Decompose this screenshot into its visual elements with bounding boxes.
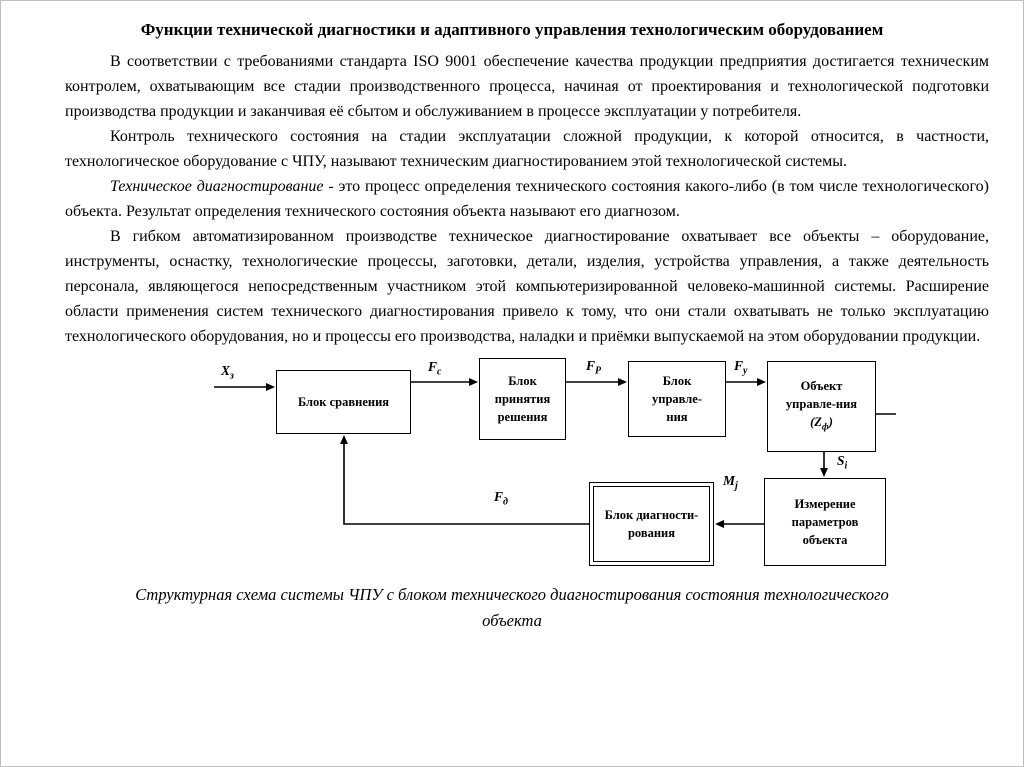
signal-label-fd: Fд: [494, 489, 508, 508]
control-object-box: Объект управле-ния (Zф): [767, 361, 876, 452]
paragraph-3-rest: - это процесс определения технического с…: [65, 178, 989, 220]
document-title: Функции технической диагностики и адапти…: [140, 20, 884, 39]
block-diagram: Блок сравнения Блок принятия решения Бло…: [1, 355, 1023, 570]
paragraph-1: В соответствии с требованиями стандарта …: [65, 53, 989, 120]
paragraph-3: Техническое диагностирование - это проце…: [65, 174, 989, 224]
diagnostics-block-box: Блок диагности- рования: [589, 482, 714, 566]
paragraph-2: Контроль технического состояния на стади…: [65, 128, 989, 170]
paragraph-3-term: Техническое диагностирование: [110, 178, 324, 195]
diagnostics-block-label: Блок диагности- рования: [604, 507, 699, 540]
figure-caption: Структурная схема системы ЧПУ с блоком т…: [135, 585, 889, 630]
control-block-label: Блок управле- ния: [652, 373, 702, 425]
diagram-wires: [214, 378, 896, 528]
signal-label-mj: Mj: [723, 473, 738, 492]
signal-label-fp: FР: [586, 358, 602, 377]
comparison-block-box: Блок сравнения: [276, 370, 411, 434]
control-object-label: Объект управле-ния: [785, 379, 858, 412]
control-object-symbol: (Zф): [810, 415, 833, 433]
paragraph-4: В гибком автоматизированном производстве…: [65, 228, 989, 345]
measurement-block-box: Измерение параметров объекта: [764, 478, 886, 566]
signal-label-fy: Fу: [734, 358, 748, 377]
signal-label-si: Si: [837, 453, 848, 472]
diagnostics-block-inner: Блок диагности- рования: [593, 486, 710, 562]
decision-block-label: Блок принятия решения: [494, 373, 551, 425]
control-block-box: Блок управле- ния: [628, 361, 726, 437]
signal-label-x-input: Xз: [221, 363, 234, 382]
decision-block-box: Блок принятия решения: [479, 358, 566, 440]
signal-label-fc: Fс: [428, 359, 442, 378]
measurement-block-label: Измерение параметров объекта: [791, 496, 859, 548]
comparison-block-label: Блок сравнения: [297, 394, 390, 409]
body-text: В соответствии с требованиями стандарта …: [65, 49, 989, 349]
